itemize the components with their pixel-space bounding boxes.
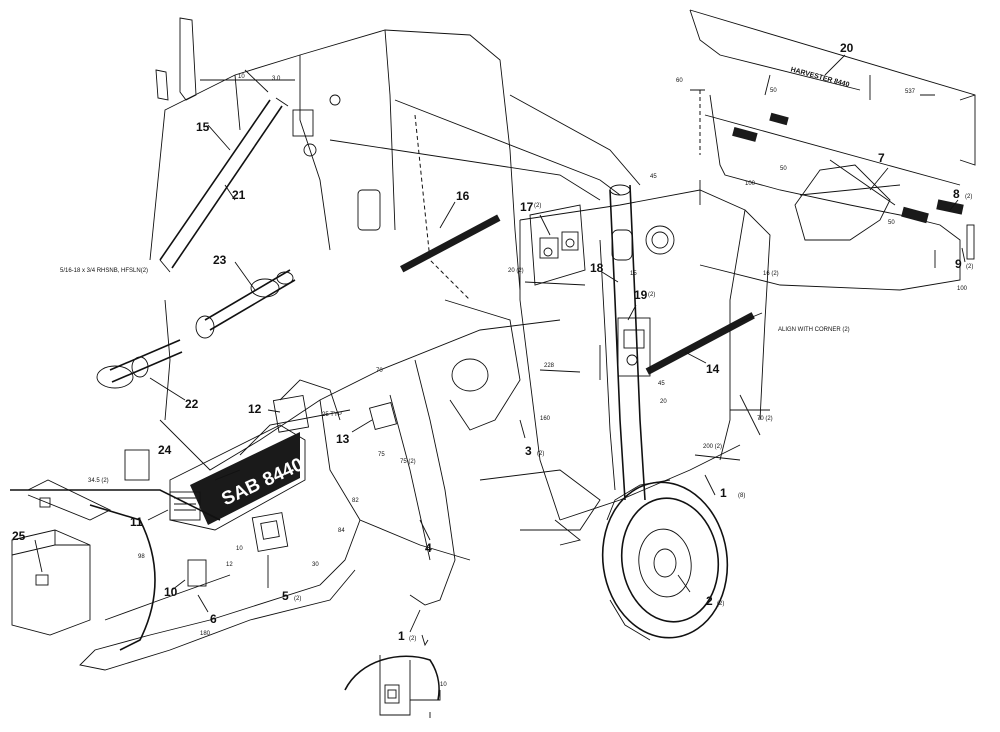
- dim-label: 160: [540, 416, 551, 422]
- wheel-2: [601, 479, 729, 641]
- callout-9: 9: [955, 257, 962, 271]
- callout-8: 8: [953, 187, 960, 201]
- qty-1b: (2): [409, 636, 416, 642]
- callout-22: 22: [185, 397, 199, 411]
- callout-13: 13: [336, 432, 350, 446]
- dim-label: 20 (2): [508, 268, 524, 274]
- callout-7: 7: [878, 151, 885, 165]
- align-note: ALIGN WITH CORNER (2): [778, 327, 850, 333]
- dim-label: 82: [352, 498, 359, 504]
- qty-19: (2): [648, 292, 655, 298]
- drive-shafts-22-23: [96, 269, 296, 389]
- dim-label: 20: [660, 399, 667, 405]
- dim-label: 50: [770, 88, 777, 94]
- dim-label: 50: [888, 220, 895, 226]
- qty-17: (2): [534, 203, 541, 209]
- detail-view-25: [10, 479, 221, 651]
- dim-label: 100: [957, 286, 968, 292]
- callout-23: 23: [213, 253, 227, 267]
- callout-21: 21: [232, 188, 246, 202]
- leader-lines: [34, 54, 966, 633]
- qty-9: (2): [966, 264, 973, 270]
- front-decal-panel: SAB 8440: [124, 394, 398, 587]
- callout-16: 16: [456, 189, 470, 203]
- tube-assembly-15-21: [155, 17, 295, 273]
- dim-label: 30: [312, 562, 319, 568]
- callout-labels: 1 (8) 1 (2) 2 (2) 3 (2) 4 5 (2) 6 7 8 (2…: [12, 41, 973, 643]
- dim-label: 228: [544, 363, 555, 369]
- callout-17: 17: [520, 200, 534, 214]
- callout-20: 20: [840, 41, 854, 55]
- callout-4: 4: [425, 541, 432, 555]
- decal-20-panel: [689, 9, 976, 291]
- qty-3: (2): [537, 451, 544, 457]
- dim-label: 25 TYP: [322, 412, 342, 418]
- dim-label: 84: [338, 528, 345, 534]
- callout-2: 2: [706, 594, 713, 608]
- light-bracket-17: [529, 204, 586, 286]
- callout-15: 15: [196, 120, 210, 134]
- dim-label: 70: [376, 368, 383, 374]
- dim-label: 75 (2): [400, 459, 416, 465]
- dim-label: 3.0: [272, 76, 281, 82]
- callout-25: 25: [12, 529, 26, 543]
- callout-6: 6: [210, 612, 217, 626]
- decal-20-text: HARVESTER 8440: [790, 66, 850, 88]
- dim-label: 70 (2): [757, 416, 773, 422]
- dim-label: 16 (2): [763, 271, 779, 277]
- callout-10: 10: [164, 585, 178, 599]
- dim-label: 10: [440, 682, 447, 688]
- callout-3: 3: [525, 444, 532, 458]
- callout-24: 24: [158, 443, 172, 457]
- dim-label: 60: [676, 78, 683, 84]
- bolt-spec-note: 5/16-18 x 3/4 RHSNB, HFSLN(2): [60, 268, 148, 274]
- dim-label: 34.5 (2): [88, 478, 109, 484]
- qty-2: (2): [717, 601, 724, 607]
- dimension-labels: 3.0 10 60 50 537 100 50 50 100 45 20 (2)…: [88, 74, 968, 688]
- dim-label: 45: [650, 174, 657, 180]
- upright-post-18-19: [609, 184, 675, 501]
- callout-18: 18: [590, 261, 604, 275]
- reflector-strip-16: [400, 214, 501, 273]
- dim-label: 100: [745, 181, 756, 187]
- baler-body-outline: [79, 29, 771, 671]
- dim-label: 98: [138, 554, 145, 560]
- callout-19: 19: [634, 288, 648, 302]
- reflector-strip-14: [645, 312, 755, 375]
- dim-label: 50: [780, 166, 787, 172]
- detail-view-bottom: [344, 634, 441, 718]
- dim-label: 180: [200, 631, 211, 637]
- dim-label: 12: [226, 562, 233, 568]
- qty-1a: (8): [738, 493, 745, 499]
- dim-label: 537: [905, 89, 916, 95]
- dim-label: 200 (2): [703, 444, 722, 450]
- callout-11: 11: [130, 515, 143, 529]
- callout-12: 12: [248, 402, 262, 416]
- callout-5: 5: [282, 589, 289, 603]
- dim-label: 45: [658, 381, 665, 387]
- dim-label: 10: [238, 74, 245, 80]
- dim-label: 75: [378, 452, 385, 458]
- callout-1b: 1: [398, 629, 405, 643]
- qty-8: (2): [965, 194, 972, 200]
- dim-label: 15: [630, 271, 637, 277]
- callout-14: 14: [706, 362, 720, 376]
- dim-label: 10: [236, 546, 243, 552]
- qty-5: (2): [294, 596, 301, 602]
- callout-1a: 1: [720, 486, 727, 500]
